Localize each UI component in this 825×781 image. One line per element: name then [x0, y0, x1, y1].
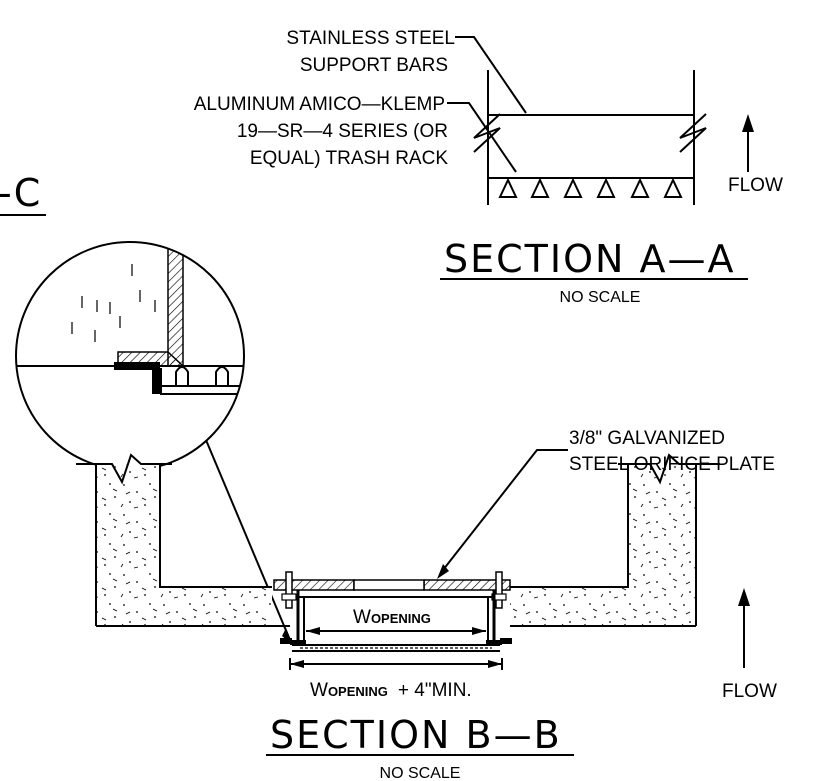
- orifice-plate-label-line1: 3/8" GALVANIZED: [569, 428, 725, 449]
- support-bars-label-line2: SUPPORT BARS: [300, 55, 448, 76]
- w-opening-inner-label: WOPENING: [353, 607, 431, 628]
- section-b-drawing: [76, 449, 750, 756]
- flow-label-a: FLOW: [728, 175, 783, 196]
- section-b-title: SECTION B—B: [270, 713, 562, 757]
- w-opening-outer-label: WOPENING+ 4"MIN.: [310, 680, 472, 701]
- flow-label-b: FLOW: [722, 681, 777, 702]
- trash-rack-label-line1: ALUMINUM AMICO—KLEMP: [194, 94, 445, 115]
- section-a-title: SECTION A—A: [444, 237, 736, 281]
- section-b-scale: NO SCALE: [380, 765, 461, 781]
- section-a-scale: NO SCALE: [560, 289, 641, 306]
- section-c-title-fragment: -C: [0, 171, 42, 215]
- trash-rack-label-line2: 19—SR—4 SERIES (OR: [237, 121, 448, 142]
- trash-rack-label-line3: EQUAL) TRASH RACK: [250, 148, 448, 169]
- orifice-plate-label-line2: STEEL ORIFICE PLATE: [569, 454, 775, 475]
- section-a-drawing: [440, 36, 754, 280]
- support-bars-label-line1: STAINLESS STEEL: [286, 28, 455, 49]
